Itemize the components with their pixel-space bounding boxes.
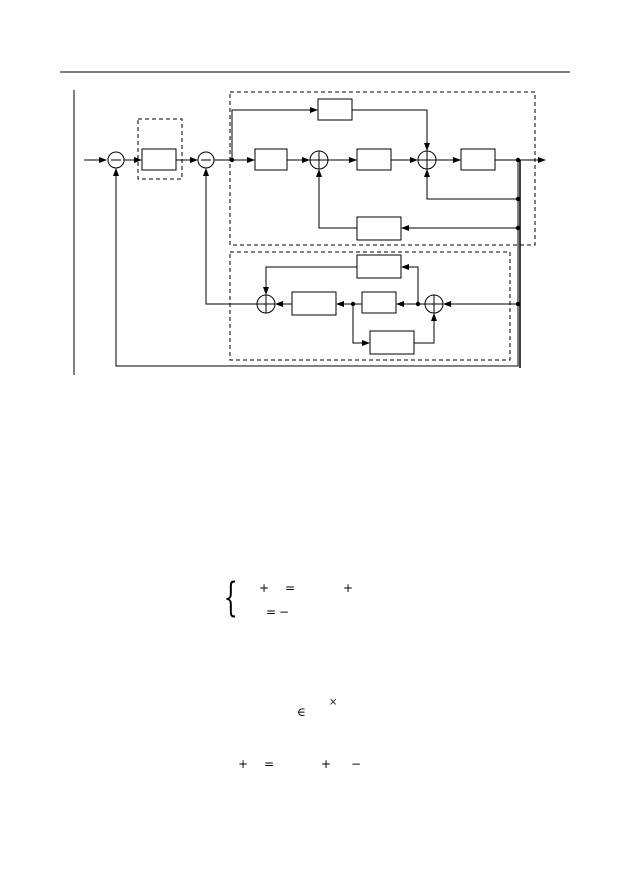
summing-junction-plant-1 <box>309 150 329 170</box>
bottom-plus-b: + <box>321 757 332 771</box>
system-line1-plus-a: + <box>259 581 270 595</box>
plant-dashed-box <box>229 91 536 246</box>
observer-top-block <box>356 254 402 279</box>
observer-integrator-block <box>361 291 397 314</box>
plant-output-block <box>460 148 496 171</box>
controller-block <box>141 148 177 171</box>
system-line1-equals: = <box>285 581 296 595</box>
summing-junction-observer-2 <box>424 294 444 314</box>
summing-junction-observer-1 <box>256 294 276 314</box>
element-of-symbol: ∈ <box>297 705 306 719</box>
bottom-minus: − <box>351 757 362 771</box>
observer-dashed-box <box>229 251 511 361</box>
plant-integrator-block <box>356 148 392 171</box>
plant-feedback-block <box>356 216 402 241</box>
system-line1-plus-b: + <box>343 581 354 595</box>
controller-dashed-box <box>137 118 183 180</box>
summing-junction-inner <box>197 151 215 169</box>
system-line2-minus: − <box>279 605 290 619</box>
plant-feedforward-block <box>317 98 353 121</box>
summing-junction-plant-2 <box>417 150 437 170</box>
system-line2-equals: = <box>266 605 277 619</box>
observer-feedback-block <box>369 330 415 355</box>
system-brace: { <box>223 575 238 621</box>
signal-lines <box>84 107 546 367</box>
bottom-plus-a: + <box>238 757 249 771</box>
branch-points <box>229 157 521 307</box>
plant-input-block <box>254 148 288 171</box>
observer-gain-block <box>291 291 337 316</box>
summing-junction-outer <box>107 151 125 169</box>
times-symbol: × <box>329 697 338 708</box>
bottom-equals: = <box>264 757 275 771</box>
